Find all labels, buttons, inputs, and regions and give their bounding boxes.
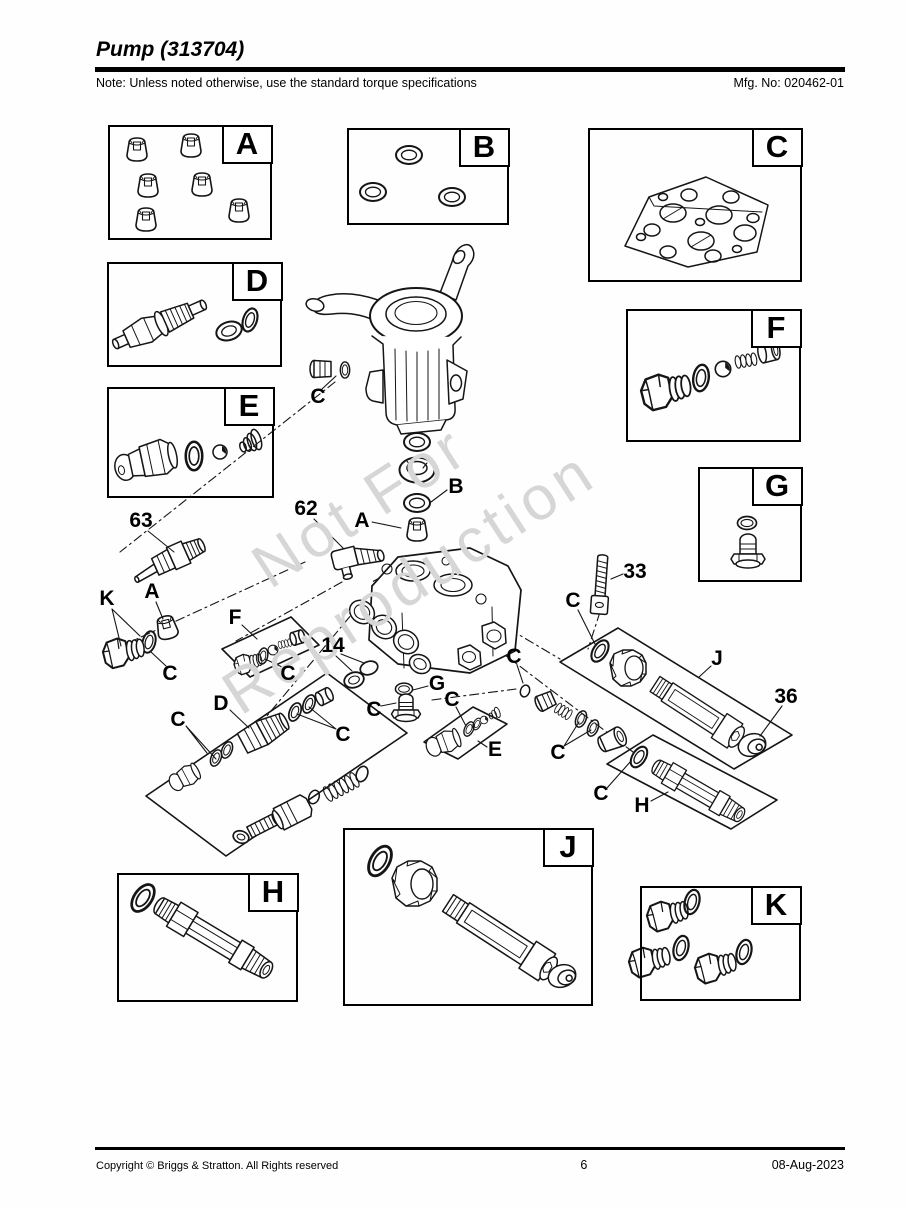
callout-a-cap-center: A [354,509,370,532]
box-j-parts [362,840,577,989]
callout-c-g-group: C [366,698,382,721]
footer-date: 08-Aug-2023 [771,1158,844,1172]
detail-box-h-label: H [247,872,299,912]
callout-c-left: C [162,662,178,685]
callout-leader-lines [111,375,783,802]
callout-63: 63 [129,509,153,532]
callout-62: 62 [294,497,318,520]
callout-a-left: A [144,580,160,603]
bolt-33-drawing [589,554,610,616]
pump-manifold-drawing [348,547,522,675]
detail-box-e: E [107,386,275,498]
detail-box-f: F [626,308,802,442]
f-region-parts [231,629,306,677]
box-e-parts [114,428,263,481]
callout-d-region: D [213,692,229,715]
detail-box-b-label: B [458,127,510,167]
callout-14: 14 [321,634,345,657]
detail-box-k: K [640,885,802,1001]
h-region-parts [626,742,746,823]
sensor-drawing [134,537,206,584]
left-loose-parts [100,613,181,671]
detail-box-b: B [347,127,510,225]
torque-note: Note: Unless noted otherwise, use the st… [96,76,477,90]
header-rule [95,67,845,72]
detail-box-g: G [698,466,803,582]
callout-c-h-region: C [593,782,609,805]
pump-housing-drawing [305,243,475,435]
detail-box-d: D [107,261,283,367]
detail-box-h: H [117,872,299,1002]
callout-k: K [99,587,115,610]
callout-c-j-region: C [565,589,581,612]
detail-box-g-label: G [751,466,803,506]
callout-g-group: G [428,672,446,695]
callout-c-e-region: C [444,688,460,711]
callout-c-f-region: C [280,662,296,685]
callout-c-center-right: C [550,741,566,764]
detail-box-k-label: K [750,885,802,925]
detail-box-j-label: J [542,827,594,867]
detail-box-j: J [343,827,594,1006]
callout-c-housing-plug: C [310,385,326,408]
callout-33: 33 [623,560,647,583]
box-h-parts [125,879,274,979]
footer-rule [95,1147,845,1150]
page-title: Pump (313704) [96,38,245,61]
detail-box-e-label: E [223,386,275,426]
detail-box-a-label: A [221,124,273,164]
g-group-parts [390,682,422,723]
box-g-parts [730,515,766,569]
detail-box-d-label: D [231,261,283,301]
detail-box-c-label: C [751,127,803,167]
box-c-parts [624,176,769,268]
callout-h-region: H [634,794,650,817]
footer: Copyright © Briggs & Stratton. All Right… [96,1158,844,1172]
mfg-number: Mfg. No: 020462-01 [733,76,845,90]
detail-box-f-label: F [750,308,802,348]
j-region-parts [586,636,767,758]
callout-b-seal: B [448,475,464,498]
center-right-parts [519,684,628,753]
callout-e-region: E [487,738,503,761]
group-14-parts [343,660,379,689]
note-row: Note: Unless noted otherwise, use the st… [96,76,844,90]
d-region-parts [168,686,369,845]
detail-box-c: C [588,127,803,282]
page-number: 6 [580,1158,588,1172]
callout-36: 36 [774,685,798,708]
callout-j-region: J [711,647,723,670]
seal-stack-drawing [398,432,436,542]
callout-c-d-region-left: C [170,708,186,731]
e-region-parts [425,706,501,757]
copyright-text: Copyright © Briggs & Stratton. All Right… [96,1160,339,1172]
box-d-parts [111,299,262,350]
callout-f-region: F [228,606,242,629]
detail-box-a: A [108,124,273,240]
callout-c-d-region-right: C [335,723,351,746]
callout-c-center: C [506,645,522,668]
elbow-fitting-drawing [330,545,385,581]
